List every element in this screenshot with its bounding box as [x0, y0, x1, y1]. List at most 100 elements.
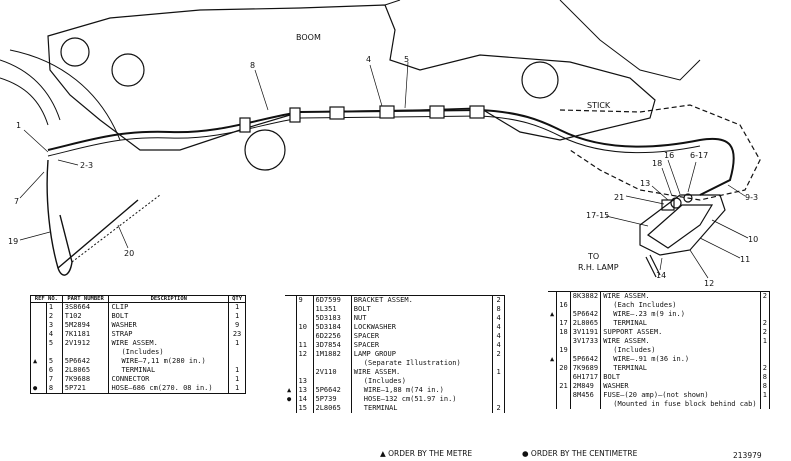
row-mark: [30, 312, 47, 321]
row-description: FUSE—(20 amp)—(not shown): [600, 391, 761, 400]
row-description: TERMINAL: [600, 364, 761, 373]
callout-17-15: 17-15: [586, 211, 609, 220]
order-by-centimetre-note: ● ORDER BY THE CENTIMETRE: [522, 449, 638, 458]
row-ref: 15: [296, 404, 314, 413]
row-qty: 1: [234, 366, 240, 374]
row-part-number: [62, 348, 110, 357]
row-ref: 14: [296, 395, 314, 404]
col-part: PART NUMBER: [62, 295, 110, 303]
row-part-number: 7K9688: [62, 375, 110, 384]
row-ref: 13: [296, 386, 314, 395]
row-mark: [548, 382, 558, 391]
row-mark: ▲: [30, 357, 47, 366]
row-part-number: 5D3183: [313, 314, 352, 323]
row-part-number: 5P721: [62, 384, 110, 394]
callout-10: 10: [748, 235, 758, 244]
row-ref: 3: [46, 321, 63, 330]
row-ref: 11: [296, 341, 314, 350]
wiring-diagram: BOOM STICK TO R.H. LAMP 1 2-3 7 19 20 8 …: [0, 0, 761, 288]
row-description: BRACKET ASSEM.: [351, 295, 494, 305]
row-mark: ▲: [548, 355, 558, 364]
strap-clamps: [239, 105, 485, 133]
row-part-number: T102: [62, 312, 110, 321]
figure-number: 213979: [733, 451, 762, 460]
col-description: DESCRIPTION: [108, 295, 230, 303]
row-ref: [46, 348, 63, 357]
table-row: 19(Includes): [548, 346, 770, 355]
stick-label: STICK: [587, 101, 611, 110]
row-qty: [760, 301, 769, 310]
row-description: BOLT: [600, 373, 761, 382]
callout-6-17: 6-17: [690, 151, 708, 160]
boom-pin-lower: [244, 129, 286, 171]
row-description: (Includes): [600, 346, 761, 355]
row-mark: ●: [285, 395, 297, 404]
row-mark: [30, 330, 47, 339]
row-mark: [285, 295, 297, 305]
row-part-number: 3V1191: [570, 328, 602, 337]
row-description: TERMINAL: [108, 366, 230, 375]
row-ref: 20: [556, 364, 571, 373]
row-qty: 4: [496, 314, 501, 322]
row-ref: 6: [46, 366, 63, 375]
row-part-number: [313, 377, 352, 386]
row-description: (Includes): [108, 348, 230, 357]
callout-13: 13: [640, 179, 650, 188]
row-part-number: 5P6642: [570, 355, 602, 364]
row-part-number: 2L8065: [570, 319, 602, 328]
callout-leaders: [19, 61, 749, 279]
boom-pin-stick: [521, 61, 559, 99]
row-description: WASHER: [600, 382, 761, 391]
row-description: WIRE—.23 m(9 in.): [600, 310, 761, 319]
stick-outline: [559, 104, 761, 201]
row-part-number: 7K9689: [570, 364, 602, 373]
row-description: WASHER: [108, 321, 230, 330]
row-part-number: 6H1717: [570, 373, 602, 382]
row-qty: [493, 386, 505, 395]
row-qty: [493, 377, 505, 386]
row-qty: 1: [234, 375, 240, 383]
row-ref: [556, 355, 571, 364]
row-ref: 17: [556, 319, 571, 328]
row-description: SUPPORT ASSEM.: [600, 328, 761, 337]
row-description: WIRE ASSEM.: [351, 368, 494, 377]
row-qty: 9: [234, 321, 240, 329]
row-ref: 9: [296, 295, 314, 305]
row-qty: 23: [232, 330, 242, 338]
col-qty: QTY: [228, 295, 246, 303]
row-description: BOLT: [108, 312, 230, 321]
callout-5: 5: [404, 55, 409, 64]
row-part-number: [570, 400, 602, 409]
row-description: HOSE—686 cm(270. 08 in.): [108, 384, 230, 394]
row-ref: 5: [46, 357, 63, 366]
boom-pin-center: [111, 53, 145, 87]
row-qty: 2: [762, 364, 767, 372]
callout-12: 12: [704, 279, 714, 288]
row-mark: [30, 348, 47, 357]
row-part-number: 7K1181: [62, 330, 110, 339]
row-ref: [556, 337, 571, 346]
row-description: HOSE—132 cm(51.97 in.): [351, 395, 494, 404]
row-qty: [760, 346, 769, 355]
row-mark: [548, 373, 558, 382]
lamp-assembly: [639, 193, 726, 278]
row-ref: [296, 314, 314, 323]
row-description: WIRE—.91 m(36 in.): [600, 355, 761, 364]
row-qty: [229, 357, 246, 366]
row-part-number: 5P739: [313, 395, 352, 404]
callout-20: 20: [124, 249, 134, 258]
row-qty: [760, 400, 769, 409]
callout-19: 19: [8, 237, 18, 246]
callout-16: 16: [664, 151, 674, 160]
